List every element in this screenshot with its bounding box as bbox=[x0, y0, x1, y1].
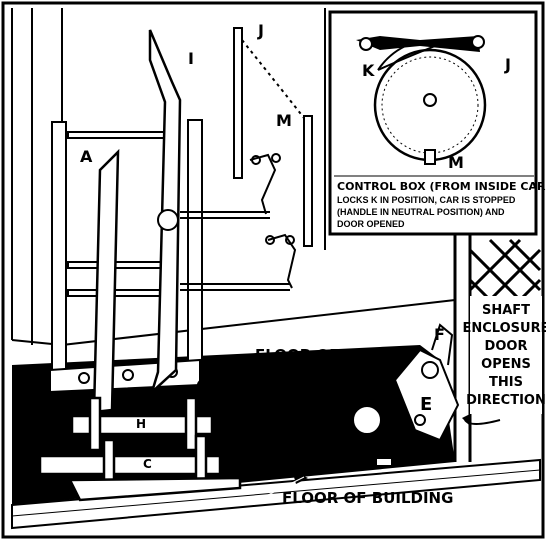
shaft-door-line-5: THIS bbox=[489, 375, 523, 390]
label-B: B bbox=[40, 481, 52, 500]
control-box-title: CONTROL BOX (FROM INSIDE CAR) bbox=[337, 180, 546, 193]
label-M: M bbox=[276, 111, 292, 130]
label-E: E bbox=[420, 394, 432, 415]
floor-of-building-label: FLOOR OF BUILDING bbox=[282, 489, 453, 507]
label-H: H bbox=[136, 417, 146, 431]
label-I: I bbox=[188, 49, 194, 68]
floor-of-car-label: FLOOR OF CAR bbox=[255, 346, 379, 364]
label-J: J bbox=[257, 21, 264, 40]
control-box-line-3: DOOR OPENED bbox=[337, 219, 405, 229]
shaft-door-label: SHAFT ENCLOSURE DOOR OPENS THIS DIRECTIO… bbox=[463, 296, 546, 414]
building-floor bbox=[11, 458, 541, 530]
control-box-line-1: LOCKS K IN POSITION, CAR IS STOPPED bbox=[337, 195, 516, 205]
label-C: C bbox=[143, 457, 152, 471]
bar-H bbox=[70, 370, 421, 452]
bar-C bbox=[38, 434, 386, 502]
door-lock-E bbox=[393, 323, 460, 442]
shaft-door-line-6: DIRECTION bbox=[466, 393, 546, 408]
linkage-rods bbox=[180, 27, 313, 291]
label-F: F bbox=[434, 325, 445, 344]
inset-label-J: J bbox=[504, 55, 511, 74]
shaft-door-line-2: ENCLOSURE bbox=[463, 321, 546, 336]
arrow-floor-car bbox=[228, 360, 240, 372]
roller-D bbox=[352, 405, 393, 467]
shaft-door-line-1: SHAFT bbox=[482, 303, 530, 318]
label-D: D bbox=[413, 443, 426, 462]
label-K: K bbox=[362, 61, 375, 80]
label-A: A bbox=[80, 147, 93, 166]
control-box-inset bbox=[328, 10, 538, 236]
shaft-door-line-4: OPENS bbox=[481, 357, 531, 372]
inset-label-M: M bbox=[448, 153, 464, 172]
gate-arm-A bbox=[92, 148, 120, 414]
label-G: G bbox=[196, 376, 211, 397]
shaft-door-line-3: DOOR bbox=[485, 339, 528, 354]
control-box-line-2: (HANDLE IN NEUTRAL POSITION) AND bbox=[337, 207, 505, 217]
gate-pivot bbox=[157, 209, 179, 231]
